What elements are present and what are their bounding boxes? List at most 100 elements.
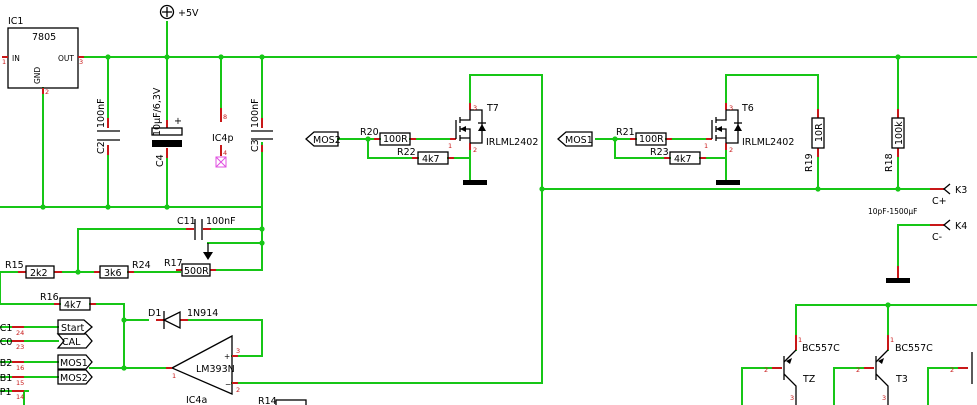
svg-text:3: 3 (729, 104, 733, 112)
t6-ref: T6 (741, 103, 754, 114)
svg-text:2: 2 (236, 386, 240, 394)
c4-plus: + (174, 116, 182, 127)
ic1-pin-out: OUT (58, 54, 74, 63)
svg-text:2: 2 (473, 146, 477, 154)
net-label-mos2: MOS2 (305, 131, 341, 147)
c4-value: 10µF/6,3V (152, 87, 163, 136)
svg-text:2: 2 (856, 366, 860, 374)
bjt-tz: BC557C TZ 1 2 3 (764, 335, 840, 405)
r20-ref: R20 (360, 127, 379, 138)
c4-ref: C4 (155, 154, 166, 167)
resistor-r15: 2k2 R15 (5, 260, 62, 279)
mcu-pin-pc0: PC0 (0, 337, 12, 348)
r20-value: 100R (383, 134, 408, 145)
r23-value: 4k7 (674, 154, 692, 165)
c2-ref: C2 (96, 141, 107, 154)
svg-text:3: 3 (790, 394, 794, 402)
ic1-ref: IC1 (8, 16, 23, 27)
net-label-mos1: MOS1 (557, 131, 593, 147)
potentiometer-r17: 500R R17 (164, 243, 216, 277)
svg-text:Start: Start (61, 323, 84, 334)
resistor-r16: 4k7 R16 (40, 292, 96, 311)
mcu-pin-pp1: PP1 (0, 387, 12, 398)
svg-text:MOS2: MOS2 (60, 373, 88, 384)
bjt-t3: BC557C T3 1 2 3 (856, 335, 933, 405)
t3-ref: T3 (895, 374, 908, 385)
r21-ref: R21 (616, 127, 635, 138)
comparator-ic4a: + − LM393N IC4a 1 3 2 (166, 334, 240, 405)
t6-part: IRLML2402 (742, 137, 794, 148)
svg-text:2: 2 (764, 366, 768, 374)
mcu-pin-pc1: PC1 (0, 323, 12, 334)
c3-value: 100nF (250, 98, 261, 128)
c3-ref: C3 (250, 139, 261, 152)
resistor-r18: 100k R18 (884, 109, 905, 172)
c2-value: 100nF (96, 98, 107, 128)
ic4a-part: LM393N (196, 364, 235, 375)
svg-text:1: 1 (448, 142, 452, 150)
r17-ref: R17 (164, 258, 183, 269)
svg-text:2: 2 (950, 366, 954, 374)
svg-text:MOS1: MOS1 (565, 135, 593, 146)
ground-symbol (886, 266, 910, 283)
resistor-r22: 4k7 R22 (397, 147, 454, 165)
resistor-r19: 10R R19 (804, 109, 825, 172)
connector-k4: K4 C- (930, 219, 967, 243)
bjt-partial-right: 2 (950, 352, 973, 384)
t3-part: BC557C (895, 343, 933, 354)
resistor-r24: 3k6 R24 (94, 260, 151, 279)
svg-text:1: 1 (172, 372, 176, 380)
r22-ref: R22 (397, 147, 416, 158)
resistor-r14: R14 (258, 396, 307, 405)
r16-ref: R16 (40, 292, 59, 303)
r24-value: 3k6 (104, 268, 122, 279)
r21-value: 100R (639, 134, 664, 145)
connector-k3: K3 C+ (930, 183, 967, 207)
vcc-supply-symbol: +5V (159, 4, 199, 20)
net-label-start: Start (57, 319, 93, 335)
d1-part: 1N914 (187, 308, 218, 319)
wire-layer (0, 21, 977, 405)
svg-text:1: 1 (890, 336, 894, 344)
mcu-pin-pb2: PB2 (0, 358, 12, 369)
svg-text:−: − (225, 380, 231, 389)
diode-d1: D1 1N914 (148, 308, 218, 330)
junction-dots (40, 54, 901, 371)
ic4a-ref: IC4a (186, 395, 207, 405)
capacitor-c2: 100nF C2 (96, 98, 120, 155)
mcu-pin-labels: PC1 PC0 PB2 PB1 PP1 24 23 16 15 14 (0, 323, 24, 401)
r18-value: 100k (894, 121, 905, 145)
svg-text:MOS2: MOS2 (313, 135, 341, 146)
r19-value: 10R (814, 123, 825, 142)
svg-text:1: 1 (704, 142, 708, 150)
svg-text:23: 23 (16, 343, 24, 351)
k3-ref: K3 (955, 185, 967, 196)
ic1-part: 7805 (32, 32, 56, 43)
svg-text:1: 1 (798, 336, 802, 344)
c11-value: 100nF (206, 216, 236, 227)
net-label-mos1-left: MOS1 (57, 354, 93, 370)
tz-ref: TZ (802, 374, 816, 385)
svg-text:4: 4 (223, 149, 227, 157)
resistor-r23: 4k7 R23 (650, 147, 706, 165)
svg-text:2: 2 (729, 146, 733, 154)
ic1-pin-in: IN (12, 54, 20, 63)
ic4-power-pins: 8 4 IC4p (212, 108, 234, 168)
mosfet-t7: T7 IRLML2402 3 1 2 (448, 103, 538, 185)
r24-ref: R24 (132, 260, 151, 271)
tz-part: BC557C (802, 343, 840, 354)
capacitor-c11: C11 100nF (177, 216, 236, 240)
r19-ref: R19 (804, 153, 815, 172)
r14-ref: R14 (258, 396, 277, 405)
mosfet-t6: T6 IRLML2402 3 1 2 (704, 103, 794, 185)
capacitor-c4: + 10µF/6,3V C4 (151, 87, 183, 167)
svg-text:3: 3 (882, 394, 886, 402)
svg-text:3: 3 (473, 104, 477, 112)
resistor-r20: 100R R20 (360, 127, 416, 146)
r16-value: 4k7 (64, 300, 82, 311)
vcc-label: +5V (178, 8, 199, 19)
svg-text:3: 3 (236, 347, 240, 355)
svg-text:1: 1 (2, 58, 6, 66)
t7-part: IRLML2402 (486, 137, 538, 148)
